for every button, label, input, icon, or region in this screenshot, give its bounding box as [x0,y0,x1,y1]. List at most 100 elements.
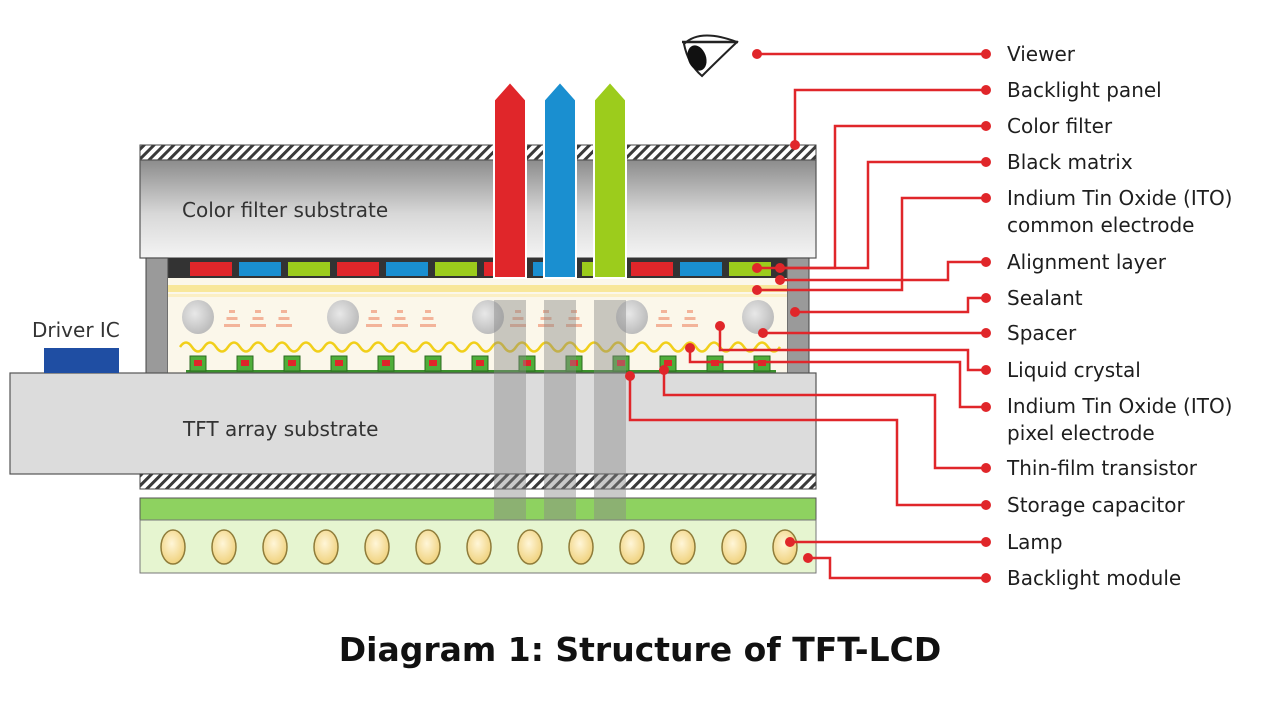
lamp-bulb [670,529,696,565]
callout-dot [981,49,991,59]
lc-molecule [368,317,380,320]
callout-dot [981,157,991,167]
label-ito-common-line2: common electrode [1007,213,1195,237]
callout-dot [981,500,991,510]
callout-dot [790,140,800,150]
tft-core [617,360,625,366]
lc-molecule [252,317,264,320]
label-storage-capacitor: Storage capacitor [1007,493,1185,517]
liquid-crystal-molecules [224,310,698,327]
blue-light-arrow [543,80,577,279]
lc-molecule [571,310,577,313]
lc-molecule [397,310,403,313]
color-filter-segment [680,262,722,276]
spacer-ball [472,300,504,334]
callout-dot [981,328,991,338]
driver-ic-chip [44,348,119,373]
tft-core [335,360,343,366]
callout-dot [685,343,695,353]
lc-molecule [538,324,554,327]
lc-molecule [656,324,672,327]
tft-core [382,360,390,366]
lamp-bulb [160,529,186,565]
callout-dot [981,365,991,375]
callout-dot [775,263,785,273]
red-light-arrow [493,80,527,279]
lc-molecule [250,324,266,327]
ito-common-electrode-layer [168,285,787,292]
alignment-wave [178,341,782,353]
color-filter-segment [435,262,477,276]
color-filter-segment [239,262,281,276]
lc-molecule [684,317,696,320]
lc-molecule [224,324,240,327]
callout-leaders [628,52,986,580]
label-black-matrix: Black matrix [1007,150,1133,174]
callout-dot [752,263,762,273]
callout-dot [981,573,991,583]
backlight-panel-layer [139,144,817,161]
callout-dot [803,553,813,563]
tft-core [523,360,531,366]
lamp-bulb [211,529,237,565]
callout-dot [659,365,669,375]
label-ito-common-line1: Indium Tin Oxide (ITO) [1007,186,1233,210]
lamp-bulb [568,529,594,565]
callout-labels: Viewer Backlight panel Color filter Blac… [1006,42,1233,590]
lc-molecule [425,310,431,313]
label-spacer: Spacer [1007,321,1077,345]
lamp-bulb [772,529,798,565]
label-thin-film-transistor: Thin-film transistor [1006,456,1198,480]
callout-dot [981,85,991,95]
green-light-arrow [593,80,627,279]
lc-molecule [512,317,524,320]
callout-dots [625,49,991,583]
lc-molecule [540,317,552,320]
label-alignment-layer: Alignment layer [1007,250,1167,274]
sealant-left [145,257,169,374]
tft-core [664,360,672,366]
callout-dot [775,275,785,285]
label-lamp: Lamp [1007,530,1063,554]
color-filter-segment [631,262,673,276]
lc-molecule [255,310,261,313]
callout-dot [981,121,991,131]
lamp-bulb [415,529,441,565]
tft-core [570,360,578,366]
callout-dot [758,328,768,338]
callout-dot [981,402,991,412]
lamp-bulb [721,529,747,565]
alignment-layer-strip [168,294,787,297]
lc-molecule [281,310,287,313]
thin-film-transistors [189,355,771,372]
color-filter-substrate [139,159,817,259]
lc-molecule [366,324,382,327]
lc-molecule [687,310,693,313]
lc-molecule [229,310,235,313]
tft-array-substrate-label: TFT array substrate [182,417,378,441]
light-arrows [493,80,627,279]
lc-molecule [420,324,436,327]
label-backlight-panel: Backlight panel [1007,78,1162,102]
lc-molecule [226,317,238,320]
label-liquid-crystal: Liquid crystal [1007,358,1141,382]
light-guide-plate [139,497,817,521]
lamp-bulb [313,529,339,565]
lc-molecule [658,317,670,320]
lc-molecule [515,310,521,313]
lc-molecule [278,317,290,320]
spacer-ball [742,300,774,334]
tft-core [476,360,484,366]
lc-molecule [422,317,434,320]
callout-dot [752,49,762,59]
label-ito-pixel-line1: Indium Tin Oxide (ITO) [1007,394,1233,418]
tft-core [429,360,437,366]
callout-dot [981,193,991,203]
label-ito-pixel-line2: pixel electrode [1007,421,1155,445]
spacer-ball [327,300,359,334]
label-color-filter: Color filter [1007,114,1113,138]
color-filter-segment [190,262,232,276]
lc-molecule [371,310,377,313]
spacers [182,300,774,334]
label-backlight-module: Backlight module [1007,566,1181,590]
